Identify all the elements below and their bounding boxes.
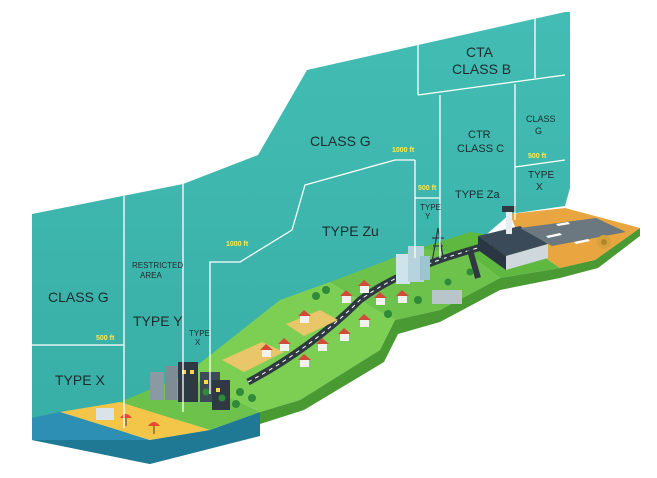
label-alt-500-left: 500 ft <box>96 335 115 342</box>
label-restricted-line1: RESTRICTED <box>132 261 183 270</box>
hay-bale-icon <box>597 235 611 249</box>
label-type-x-left: TYPE X <box>55 372 105 388</box>
crop-field <box>286 310 338 336</box>
label-type-y-small-line1: TYPE <box>420 203 441 212</box>
label-cta-line2: CLASS B <box>452 61 511 77</box>
label-type-x-small-line1: TYPE <box>189 329 210 338</box>
airspace-wall <box>32 12 570 440</box>
label-type-y-small-line2: Y <box>425 212 431 221</box>
label-alt-1000-mid: 1000 ft <box>226 241 249 248</box>
tree-icon <box>202 268 474 408</box>
label-class-g-left: CLASS G <box>48 289 109 305</box>
label-type-x-small-line2: X <box>195 338 201 347</box>
label-alt-500-right: 500 ft <box>528 153 547 160</box>
ground-edge <box>32 412 260 464</box>
house-icon <box>260 280 409 367</box>
grass-upper <box>330 248 500 320</box>
runway <box>520 218 626 246</box>
road-south <box>467 249 481 279</box>
label-alt-1000-right: 1000 ft <box>392 147 415 154</box>
label-type-y-left: TYPE Y <box>133 313 183 329</box>
label-type-x-right-line2: X <box>536 182 543 193</box>
beach-building <box>96 408 114 420</box>
label-class-g-center: CLASS G <box>310 133 371 149</box>
airplane-icon <box>546 222 590 244</box>
city-towers-icon <box>396 246 462 304</box>
ground-edge-mid <box>260 228 640 424</box>
pylon-icon <box>431 227 445 263</box>
label-cta-line1: CTA <box>466 44 494 60</box>
label-type-x-right-line1: TYPE <box>528 170 554 181</box>
label-ctr-line1: CTR <box>468 129 491 141</box>
road-markings <box>247 239 506 383</box>
label-class-g-right-line2: G <box>535 126 542 136</box>
umbrella-icon <box>120 414 160 434</box>
zone-boundaries <box>32 14 566 428</box>
tower-icon <box>502 206 516 234</box>
label-type-za: TYPE Za <box>455 189 501 201</box>
label-type-zu: TYPE Zu <box>322 223 379 239</box>
label-ctr-line2: CLASS C <box>457 143 504 155</box>
label-restricted-line2: AREA <box>140 271 162 280</box>
label-alt-500-mid: 500 ft <box>418 185 437 192</box>
label-class-g-right-line1: CLASS <box>526 114 556 124</box>
